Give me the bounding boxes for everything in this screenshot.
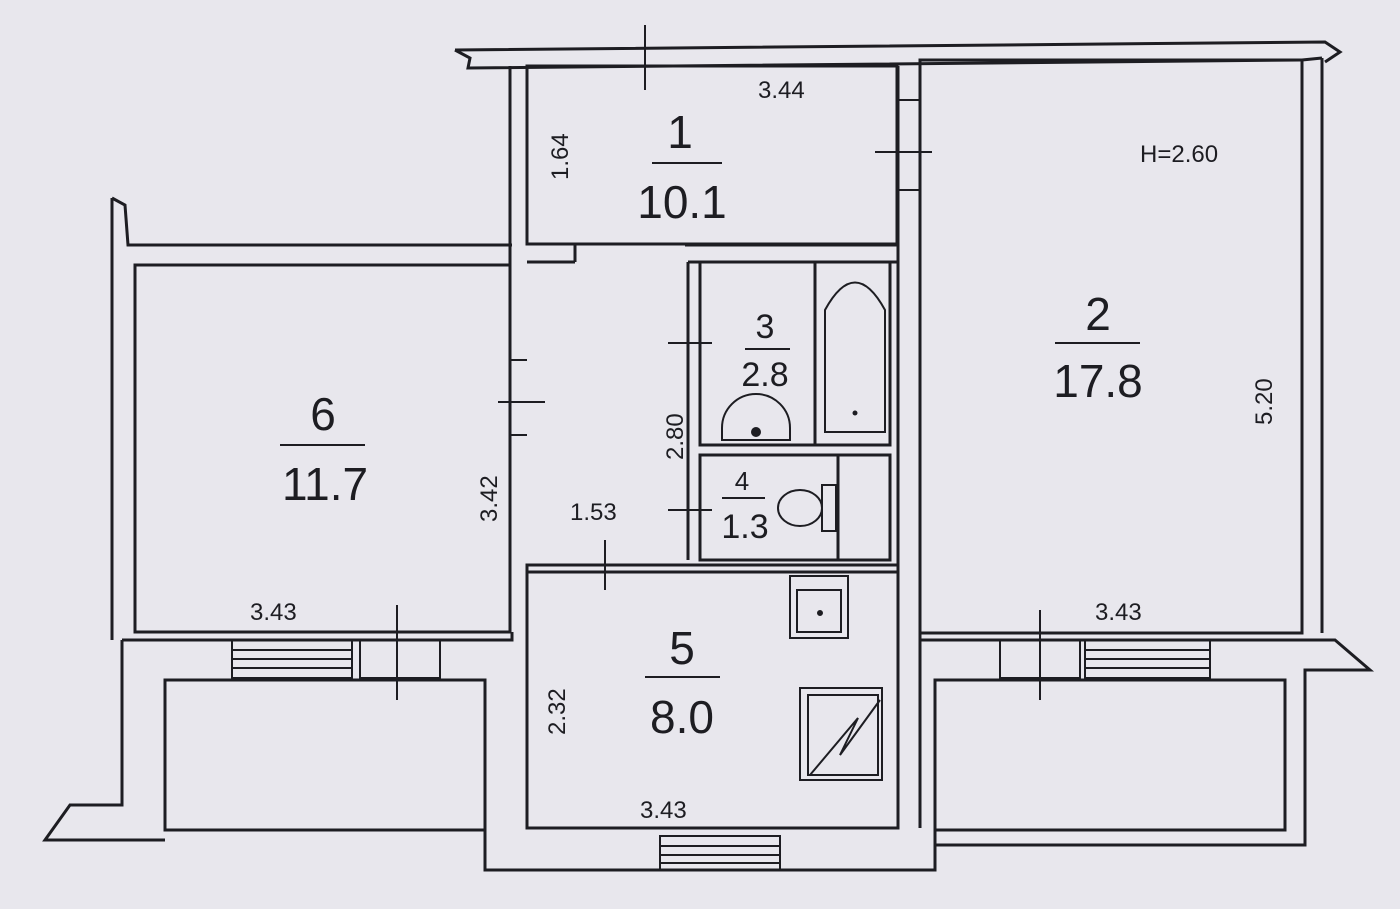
walls [42,25,1375,872]
dim-room6-depth: 3.42 [476,475,503,522]
fixtures [721,281,886,781]
room-1-area: 10.1 [637,176,727,228]
sink-icon [721,393,791,441]
dim-room2-width: 3.43 [1095,599,1142,626]
room-3-number: 3 [756,308,775,346]
room-6-area: 11.7 [282,458,368,510]
dim-room1-width: 3.44 [758,77,805,104]
dim-room2-depth: 5.20 [1251,378,1278,425]
stove-icon [799,687,883,781]
room-labels: 1 10.1 2 17.8 3 2.8 4 1.3 5 8.0 6 11.7 H… [280,106,1218,743]
room-4-area: 1.3 [721,508,768,546]
dim-corridor-width: 1.53 [570,499,617,526]
dim-kitchen-depth: 2.32 [544,688,571,735]
bathtub-icon [824,281,886,433]
room-5-number: 5 [669,622,695,674]
dim-kitchen-width: 3.43 [640,797,687,824]
room-3-area: 2.8 [741,356,788,394]
dim-room1-depth: 1.64 [547,133,574,180]
dim-room6-width: 3.43 [250,599,297,626]
room-4-number: 4 [735,466,749,496]
ceiling-height: H=2.60 [1140,141,1218,168]
room-2-area: 17.8 [1053,355,1143,407]
room-6-number: 6 [310,388,336,440]
dim-bath-depth: 2.80 [662,413,689,460]
kitchen-sink-icon [789,575,849,639]
room-2-number: 2 [1085,288,1111,340]
room-1-number: 1 [667,106,693,158]
toilet-icon [777,484,837,532]
room-5-area: 8.0 [650,691,714,743]
dimension-labels: 3.44 1.64 5.20 3.43 3.42 3.43 1.53 2.80 … [250,77,1278,824]
